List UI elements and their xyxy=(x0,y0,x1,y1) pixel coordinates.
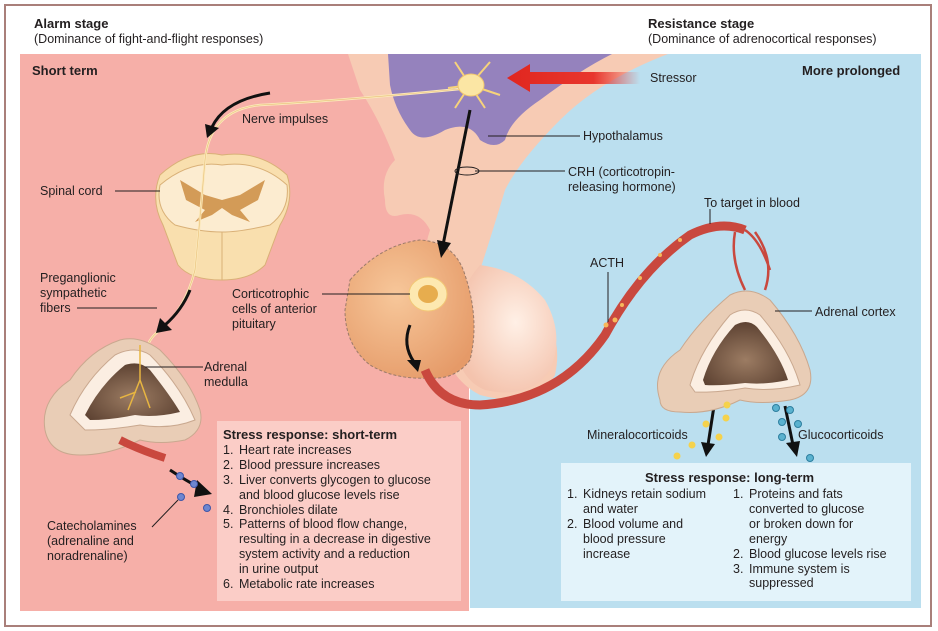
flow-arrows xyxy=(164,91,795,490)
catecholamines-label-2: (adrenaline and xyxy=(47,534,134,548)
list-text: Heart rate increases xyxy=(239,442,352,457)
list-number: 4. xyxy=(223,502,234,517)
list-text: Blood glucose levels rise xyxy=(749,546,887,561)
long-term-item: 2. Blood glucose levels rise xyxy=(733,547,911,562)
spinal-cord xyxy=(155,153,291,281)
nerve-impulses-label: Nerve impulses xyxy=(242,112,329,126)
resistance-stage-subtitle: (Dominance of adrenocortical responses) xyxy=(648,32,877,46)
short-term-item: 4. Bronchioles dilate xyxy=(223,503,461,518)
adrenal-medulla-label-1: Adrenal xyxy=(204,360,248,374)
adrenal-gland-left xyxy=(43,338,202,462)
short-term-item: 2. Blood pressure increases xyxy=(223,458,461,473)
short-term-list: 1. Heart rate increases 2. Blood pressure i… xyxy=(223,443,461,592)
crh-label-line1: CRH (corticotropin- xyxy=(568,165,675,179)
short-term-response-box: Stress response: short-term 1. Heart rate… xyxy=(217,421,461,601)
adrenal-medulla-label-2: medulla xyxy=(204,375,248,389)
adrenal-cortex-label: Adrenal cortex xyxy=(815,305,896,319)
list-number: 1. xyxy=(733,487,744,501)
leader-lines xyxy=(77,135,812,528)
list-number: 3. xyxy=(223,472,234,487)
glucocorticoid-molecules xyxy=(772,404,814,462)
neuron-body xyxy=(457,73,485,97)
list-number: 3. xyxy=(733,561,744,576)
list-number: 5. xyxy=(223,517,234,532)
alarm-stage-title: Alarm stage xyxy=(34,16,109,31)
catecholamines-label-3: noradrenaline) xyxy=(47,549,128,563)
hypothalamus-label: Hypothalamus xyxy=(583,129,663,143)
mineralocorticoid-molecules xyxy=(673,401,731,460)
preganglionic-label-1: Preganglionic xyxy=(40,271,116,285)
short-term-label: Short term xyxy=(32,63,98,78)
preganglionic-label-2: sympathetic xyxy=(40,286,107,300)
cell-nucleus xyxy=(418,285,438,303)
resistance-stage-title: Resistance stage xyxy=(648,16,755,31)
to-target-label: To target in blood xyxy=(704,196,800,210)
anterior-pituitary xyxy=(344,239,475,379)
preganglionic-label-3: fibers xyxy=(40,301,71,315)
catecholamine-molecules xyxy=(176,472,211,512)
short-term-item: 6. Metabolic rate increases xyxy=(223,577,461,592)
list-number: 1. xyxy=(567,487,578,501)
blood-vessel xyxy=(420,221,747,410)
capillaries xyxy=(732,228,772,291)
long-term-title: Stress response: long-term xyxy=(645,470,815,485)
crh-label-line2: releasing hormone) xyxy=(568,180,676,194)
corticotrophic-label-1: Corticotrophic xyxy=(232,287,310,301)
adrenal-gland-right xyxy=(657,290,812,413)
arrow-heads xyxy=(156,124,800,497)
list-text: Patterns of blood flow change,resulting … xyxy=(239,517,431,577)
list-text: Blood pressure increases xyxy=(239,457,381,472)
stressor-label: Stressor xyxy=(650,71,697,85)
list-number: 2. xyxy=(567,516,578,531)
mineralocorticoids-label: Mineralocorticoids xyxy=(587,428,688,442)
spinal-cord-label: Spinal cord xyxy=(40,184,103,198)
short-term-title: Stress response: short-term xyxy=(223,427,398,442)
acth-molecules xyxy=(603,238,682,328)
short-term-item: 1. Heart rate increases xyxy=(223,443,461,458)
list-number: 6. xyxy=(223,577,234,592)
more-prolonged-label: More prolonged xyxy=(802,63,901,78)
corticotrophic-label-3: pituitary xyxy=(232,317,276,331)
short-term-item: 5. Patterns of blood flow change,resultin… xyxy=(223,517,461,577)
long-term-response-box: Stress response: long-term 1. Kidneys ret… xyxy=(561,463,911,601)
corticotrophic-label-2: cells of anterior xyxy=(232,302,317,316)
list-number: 2. xyxy=(733,546,744,561)
alarm-stage-subtitle: (Dominance of fight-and-flight responses… xyxy=(34,32,264,46)
glucocorticoids-label: Glucocorticoids xyxy=(798,428,884,442)
stressor-arrow xyxy=(507,64,640,92)
catecholamines-label-1: Catecholamines xyxy=(47,519,137,533)
list-number: 1. xyxy=(223,442,234,457)
list-text: Metabolic rate increases xyxy=(239,577,375,592)
acth-label: ACTH xyxy=(590,256,625,270)
list-number: 2. xyxy=(223,457,234,472)
list-text: Bronchioles dilate xyxy=(239,502,338,517)
